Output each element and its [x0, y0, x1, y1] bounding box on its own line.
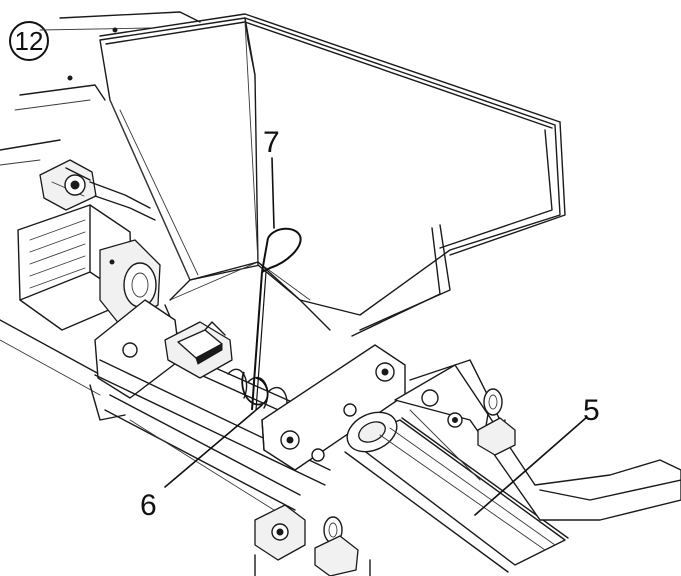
left-side-plate	[89, 299, 181, 421]
lower-bolts	[254, 504, 371, 576]
hopper	[99, 13, 566, 341]
leader-7	[271, 157, 275, 229]
leader-6	[164, 404, 263, 488]
callout-leaders	[164, 157, 588, 516]
cable-connector	[39, 159, 156, 221]
callout-7: 7	[263, 126, 280, 159]
right-frame	[394, 359, 681, 521]
leader-5	[474, 416, 588, 516]
callout-6: 6	[140, 489, 157, 522]
machine-frame	[0, 11, 201, 396]
roller	[344, 411, 569, 573]
latch-clamp	[164, 321, 233, 379]
step-number: 12	[15, 26, 44, 56]
pin-loop	[241, 227, 302, 411]
guide-rods	[94, 359, 331, 521]
step-badge: 12	[9, 21, 49, 61]
right-side-plate	[261, 344, 406, 471]
callout-5: 5	[583, 394, 600, 427]
